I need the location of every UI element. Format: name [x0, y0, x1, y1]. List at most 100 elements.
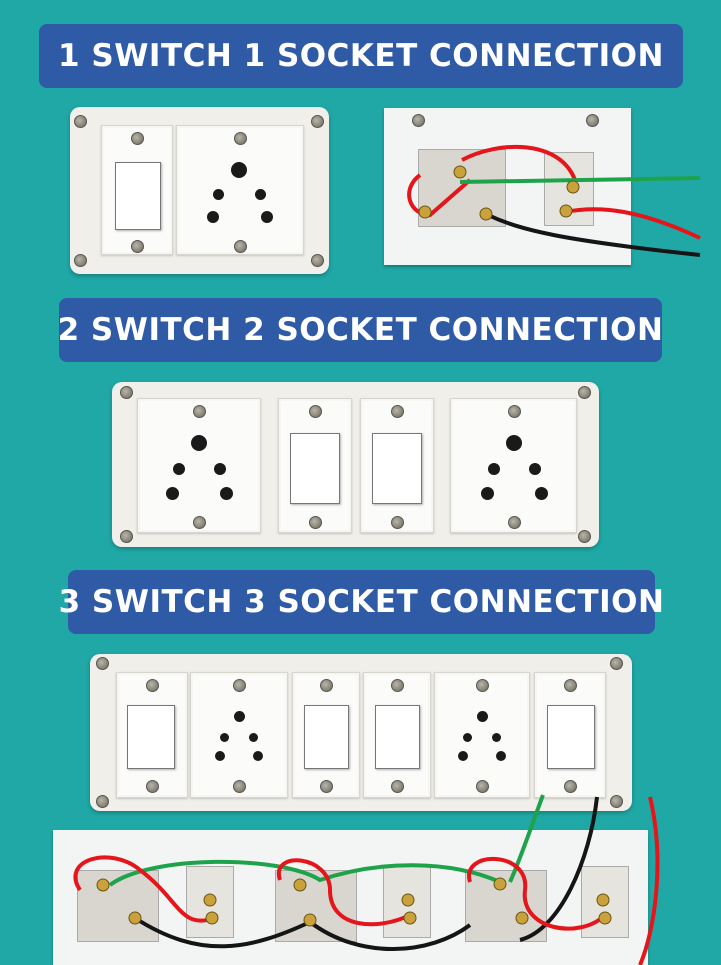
socket-pin-hole	[481, 487, 494, 500]
terminal-screw	[596, 893, 610, 907]
board-screw	[96, 657, 109, 670]
two-switch-two-socket-board	[112, 382, 599, 547]
module-screw	[564, 679, 577, 692]
socket-module	[190, 672, 288, 798]
board-screw	[120, 386, 133, 399]
module-screw	[131, 132, 144, 145]
terminal-screws	[96, 877, 612, 927]
module-screw	[508, 516, 521, 529]
switch-rocker[interactable]	[375, 705, 420, 769]
title-banner-1: 1 SWITCH 1 SOCKET CONNECTION	[39, 24, 683, 88]
socket-pin-hole	[220, 733, 229, 742]
terminal-screw	[203, 893, 217, 907]
module-screw	[234, 240, 247, 253]
terminal-screw	[403, 911, 417, 925]
socket-pin-hole	[492, 733, 501, 742]
terminal-screw	[418, 205, 432, 219]
switch-module	[363, 672, 431, 798]
board-screw	[311, 254, 324, 267]
terminal-screw	[303, 913, 317, 927]
socket-module	[137, 398, 261, 533]
board-screw	[586, 114, 599, 127]
switch-module	[534, 672, 606, 798]
switch-rocker[interactable]	[372, 433, 422, 504]
switch-rocker[interactable]	[127, 705, 175, 769]
board-screw	[610, 657, 623, 670]
terminal-screw	[559, 204, 573, 218]
socket-pin-hole	[214, 463, 226, 475]
module-screw	[193, 516, 206, 529]
red-wire	[73, 855, 216, 923]
module-screw	[233, 679, 246, 692]
title-text-1: 1 SWITCH 1 SOCKET CONNECTION	[58, 38, 664, 74]
switch-rocker[interactable]	[290, 433, 340, 504]
module-screw	[146, 780, 159, 793]
title-text-3: 3 SWITCH 3 SOCKET CONNECTION	[58, 584, 665, 620]
module-screw	[564, 780, 577, 793]
title-banner-2: 2 SWITCH 2 SOCKET CONNECTION	[57, 298, 664, 362]
socket-module	[176, 125, 304, 255]
terminal-screw	[401, 893, 415, 907]
green-wire	[508, 794, 545, 883]
red-wire	[276, 858, 411, 927]
board-screw	[412, 114, 425, 127]
module-screw	[320, 780, 333, 793]
terminal-screw	[205, 911, 219, 925]
black-wire	[519, 796, 599, 942]
module-screw	[309, 405, 322, 418]
socket-pin-hole	[488, 463, 500, 475]
title-text-2: 2 SWITCH 2 SOCKET CONNECTION	[57, 312, 664, 348]
socket-pin-hole	[496, 751, 506, 761]
one-switch-one-socket-wiring-back	[384, 108, 631, 265]
switch-rocker[interactable]	[547, 705, 595, 769]
terminal-screws	[418, 165, 580, 221]
module-screw	[234, 132, 247, 145]
module-screw	[476, 679, 489, 692]
terminal-screw	[598, 911, 612, 925]
switch-module	[101, 125, 173, 255]
socket-pin-hole	[220, 487, 233, 500]
one-switch-one-socket-board	[70, 107, 329, 274]
board-screw	[578, 530, 591, 543]
terminal-screw	[479, 207, 493, 221]
black-wire	[133, 916, 472, 951]
socket-pin-hole	[255, 189, 266, 200]
board-screw	[120, 530, 133, 543]
socket-pin-hole	[458, 751, 468, 761]
socket-earth-hole	[231, 162, 247, 178]
switch-rocker[interactable]	[304, 705, 349, 769]
switch-module	[292, 672, 360, 798]
socket-earth-hole	[506, 435, 522, 451]
three-switch-three-socket-board	[90, 654, 632, 811]
red-wire	[467, 857, 607, 931]
switch-module	[278, 398, 352, 533]
green-wire	[459, 176, 701, 184]
socket-earth-hole	[477, 711, 488, 722]
red-wire	[564, 207, 701, 240]
module-screw	[391, 405, 404, 418]
socket-pin-hole	[213, 189, 224, 200]
terminal-screw	[293, 878, 307, 892]
green-wire	[108, 859, 501, 887]
terminal-screw	[566, 180, 580, 194]
module-screw	[391, 679, 404, 692]
board-screw	[311, 115, 324, 128]
socket-earth-hole	[234, 711, 245, 722]
socket-pin-hole	[261, 211, 273, 223]
module-screw	[391, 780, 404, 793]
board-screw	[96, 795, 109, 808]
terminal-screw	[515, 911, 529, 925]
socket-pin-hole	[529, 463, 541, 475]
board-screw	[578, 386, 591, 399]
switch-module	[360, 398, 434, 533]
socket-pin-hole	[173, 463, 185, 475]
switch-rocker[interactable]	[115, 162, 161, 230]
module-screw	[309, 516, 322, 529]
socket-module	[450, 398, 577, 533]
socket-module	[434, 672, 530, 798]
title-banner-3: 3 SWITCH 3 SOCKET CONNECTION	[59, 570, 664, 634]
module-screw	[320, 679, 333, 692]
terminal-screw	[128, 911, 142, 925]
module-screw	[146, 679, 159, 692]
socket-pin-hole	[535, 487, 548, 500]
